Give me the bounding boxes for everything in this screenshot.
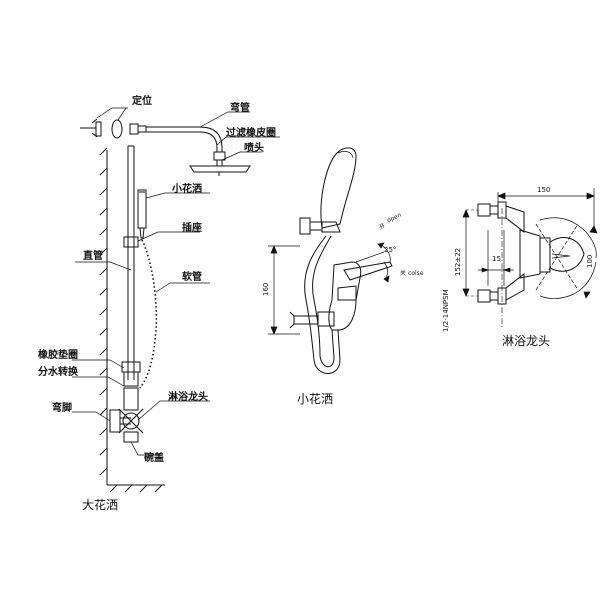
label-bowl-cover: 碗盖: [144, 453, 164, 464]
right-dimension-15: [478, 230, 514, 286]
straight-pipe: [121, 145, 141, 387]
right-rotation-arcs: [535, 217, 598, 299]
label-shower-faucet: 淋浴龙头: [168, 392, 208, 403]
label-diverter: 分水转换: [38, 367, 78, 378]
mid-holder: [299, 217, 341, 235]
dim-right-thread: 1/2-14NPSM: [442, 289, 450, 332]
right-dimension-150: [497, 188, 595, 232]
dim-mid-close-cn: 关: [400, 270, 407, 277]
dim-right-radius: 100: [586, 254, 594, 268]
dim-mid-close-en: colse: [408, 270, 424, 277]
mid-lever: [343, 251, 393, 281]
caption-hand-shower: 小花洒: [297, 392, 334, 406]
label-rubber-gasket: 橡胶垫圈: [38, 350, 78, 361]
dim-right-height: 152±22: [454, 247, 462, 276]
middle-assembly: [268, 147, 393, 374]
leader-lines: [72, 107, 280, 456]
label-shower-head: 喷头: [244, 143, 264, 154]
wall: [99, 147, 165, 493]
bent-pipe: [146, 126, 226, 167]
dim-mid-angle: 25°: [384, 246, 397, 254]
label-filter-ring: 过滤橡皮圈: [226, 128, 276, 139]
mid-angle-marks: [377, 242, 391, 283]
label-elbow-foot: 弯脚: [52, 403, 72, 414]
label-socket: 插座: [182, 223, 202, 234]
mid-hand-shower: [320, 147, 357, 229]
positioning-bracket: [80, 118, 147, 139]
caption-large-shower: 大花洒: [82, 498, 119, 512]
hose: [139, 239, 158, 389]
hand-shower: [137, 189, 147, 239]
mid-hose-loop: [304, 235, 341, 374]
caption-shower-faucet: 淋浴龙头: [502, 334, 551, 348]
mid-dimension-160: [268, 245, 300, 335]
label-bent-pipe: 弯管: [230, 103, 250, 114]
label-hose: 软管: [182, 272, 202, 283]
right-upper-inlet: [466, 201, 525, 234]
left-assembly: [72, 107, 280, 493]
label-straight-pipe: 直管: [83, 251, 103, 262]
dim-mid-height: 160: [262, 282, 270, 296]
label-positioning: 定位: [132, 96, 152, 107]
label-hand-shower: 小花洒: [172, 184, 202, 195]
right-lower-inlet: [466, 272, 525, 305]
dim-right-offset: 15: [492, 255, 501, 263]
mixing-valve: [109, 387, 144, 443]
dim-right-width: 150: [537, 186, 551, 194]
right-dimension-152: [462, 209, 470, 297]
right-valve-body: [519, 229, 585, 279]
shower-head: [189, 165, 251, 176]
right-assembly: [462, 188, 598, 328]
mid-faucet-body: [289, 261, 362, 331]
